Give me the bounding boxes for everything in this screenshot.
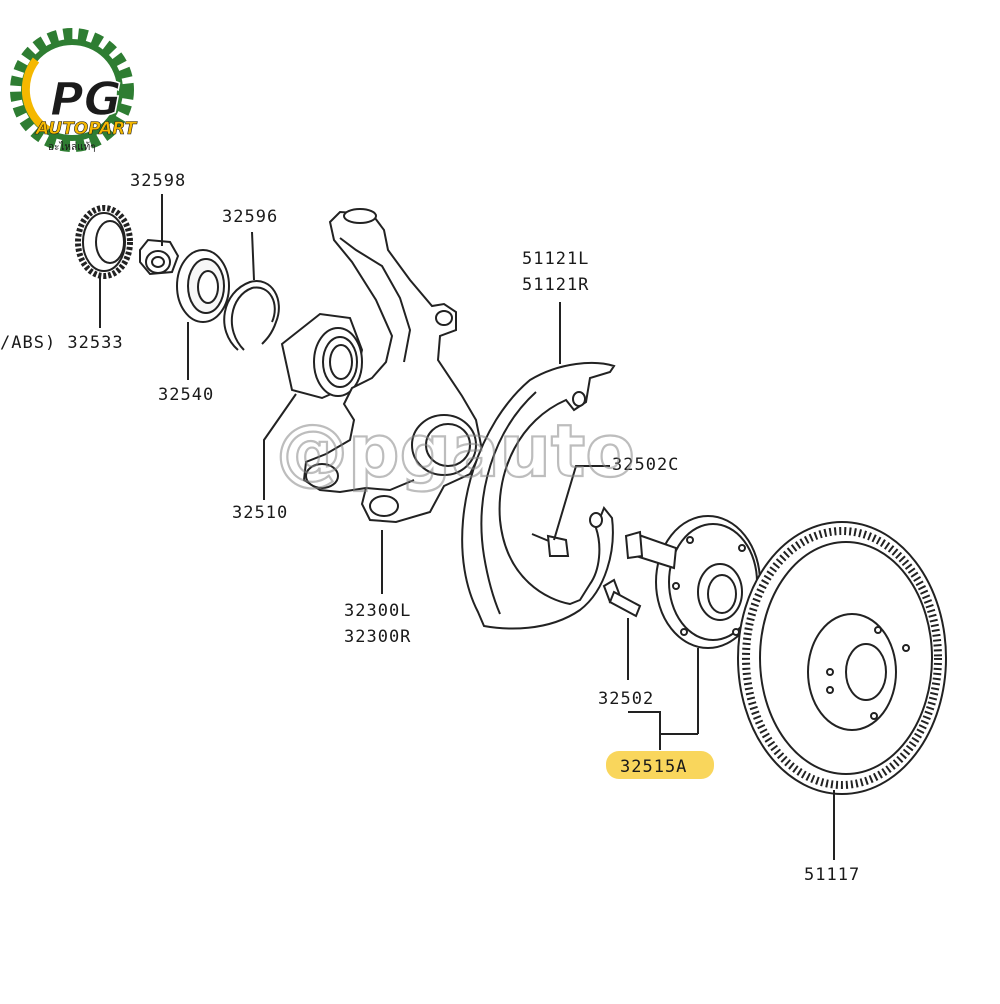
leader-lines	[99, 194, 835, 860]
part-label-51121R[interactable]: 51121R	[522, 275, 589, 295]
part-label-32300R[interactable]: 32300R	[344, 627, 411, 647]
dust-shield-drawing	[461, 361, 616, 630]
part-label-32502C[interactable]: 32502C	[612, 455, 679, 475]
brand-logo: PG AUTOPART อะไหล่แท้ๆ	[10, 28, 138, 153]
part-label-51121L[interactable]: 51121L	[522, 249, 589, 269]
brake-disc-drawing	[737, 521, 947, 795]
part-label-32533[interactable]: /ABS) 32533	[0, 333, 124, 353]
steering-knuckle-drawing	[302, 208, 484, 524]
part-label-32540[interactable]: 32540	[158, 385, 214, 405]
dust-seal-drawing	[176, 249, 230, 323]
logo-tagline: อะไหล่แท้ๆ	[48, 141, 96, 153]
part-label-32502[interactable]: 32502	[598, 689, 654, 709]
part-label-32598[interactable]: 32598	[130, 171, 186, 191]
wheel-bearing-drawing	[280, 312, 364, 400]
snap-ring-drawing	[223, 280, 280, 351]
part-label-32596[interactable]: 32596	[222, 207, 278, 227]
part-labels: 32598 32596 /ABS) 32533 32540 32510 5112…	[0, 171, 860, 885]
highlight-badge	[606, 751, 714, 779]
part-label-51117[interactable]: 51117	[804, 865, 860, 885]
hub-nut-drawing	[139, 238, 180, 276]
watermark-text: @pgauto	[276, 409, 635, 493]
part-label-32515A[interactable]: 32515A	[620, 757, 687, 777]
part-label-32510[interactable]: 32510	[232, 503, 288, 523]
part-label-32300L[interactable]: 32300L	[344, 601, 411, 621]
abs-tone-ring-drawing	[75, 205, 133, 279]
wheel-hub-assembly-drawing	[602, 515, 761, 649]
logo-name: AUTOPART	[34, 119, 138, 139]
gear-icon	[10, 28, 134, 152]
logo-mark: PG	[50, 72, 121, 126]
